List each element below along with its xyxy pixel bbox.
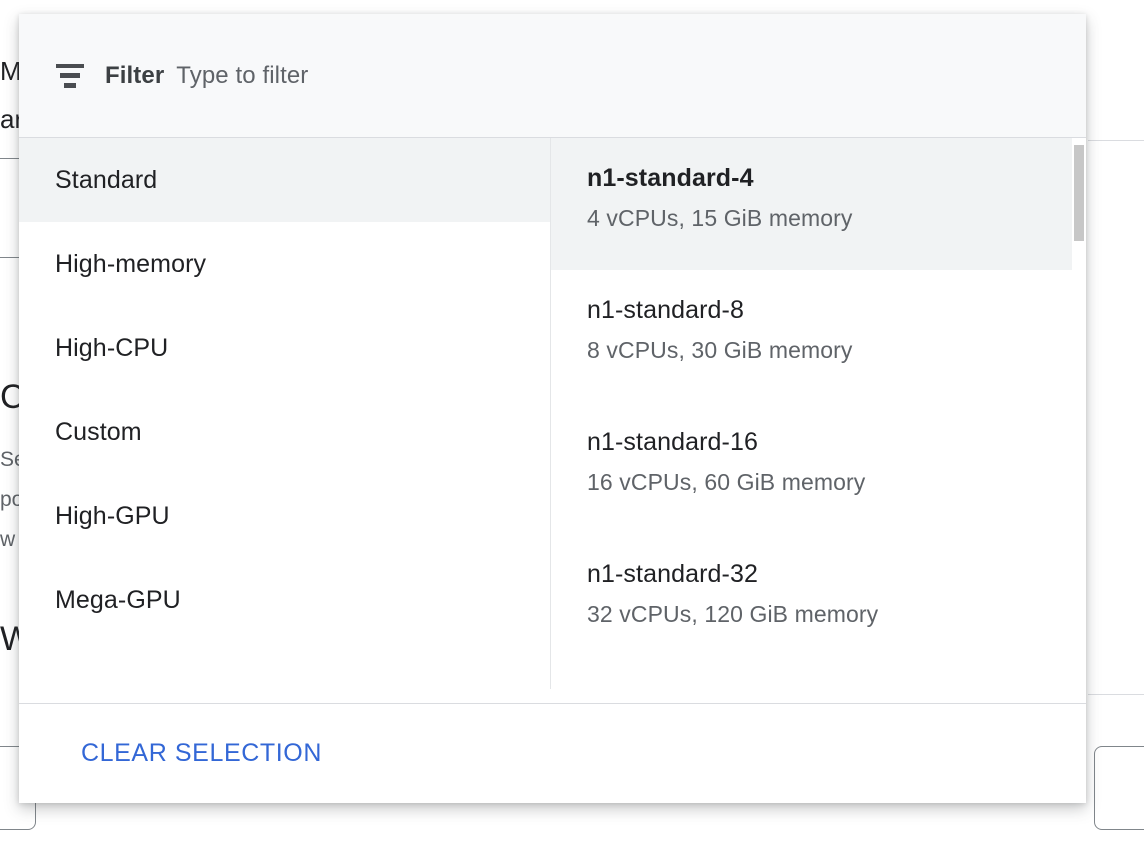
machine-type-specs: 32 vCPUs, 120 GiB memory [587, 601, 879, 627]
category-item-label: High-CPU [55, 333, 169, 362]
scrollbar-thumb[interactable] [1074, 145, 1084, 241]
panel-footer: CLEAR SELECTION [19, 703, 1086, 803]
machine-type-list-wrapper: n1-standard-4 4 vCPUs, 15 GiB memory n1-… [551, 138, 1086, 703]
machine-type-name: n1-standard-8 [587, 296, 744, 324]
background-text-fragment: po [0, 488, 24, 511]
category-list: Standard High-memory High-CPU Custom Hig… [19, 138, 551, 703]
category-item-high-memory[interactable]: High-memory [19, 222, 551, 306]
filter-label: Filter [105, 61, 165, 89]
category-item-label: High-GPU [55, 501, 170, 530]
filter-input[interactable]: Type to filter [176, 61, 309, 89]
machine-type-list: n1-standard-4 4 vCPUs, 15 GiB memory n1-… [551, 138, 1086, 703]
panel-body: Standard High-memory High-CPU Custom Hig… [19, 138, 1086, 703]
machine-type-specs: 4 vCPUs, 15 GiB memory [587, 205, 853, 231]
machine-type-selector-panel: Filter Type to filter Standard High-memo… [19, 14, 1086, 803]
category-item-high-gpu[interactable]: High-GPU [19, 474, 551, 558]
background-text-fragment: M [0, 56, 22, 86]
machine-type-item[interactable]: n1-standard-16 16 vCPUs, 60 GiB memory [551, 402, 1072, 534]
category-item-custom[interactable]: Custom [19, 390, 551, 474]
background-text-fragment: w [0, 528, 16, 551]
machine-type-item[interactable]: n1-standard-8 8 vCPUs, 30 GiB memory [551, 270, 1072, 402]
machine-type-name: n1-standard-16 [587, 428, 758, 456]
filter-icon [55, 63, 85, 88]
category-item-label: Custom [55, 417, 142, 446]
category-item-high-cpu[interactable]: High-CPU [19, 306, 551, 390]
machine-type-name: n1-standard-4 [587, 164, 754, 192]
machine-type-item[interactable]: n1-standard-4 4 vCPUs, 15 GiB memory [551, 138, 1072, 270]
category-item-label: High-memory [55, 249, 207, 278]
category-item-standard[interactable]: Standard [19, 138, 551, 222]
category-item-label: Mega-GPU [55, 585, 181, 614]
filter-bar[interactable]: Filter Type to filter [19, 14, 1086, 138]
machine-type-name: n1-standard-32 [587, 560, 758, 588]
category-item-label: Standard [55, 165, 158, 194]
background-input-field [1094, 746, 1144, 830]
machine-type-specs: 8 vCPUs, 30 GiB memory [587, 337, 853, 363]
category-item-mega-gpu[interactable]: Mega-GPU [19, 558, 551, 642]
background-divider [1088, 694, 1144, 695]
machine-type-specs: 16 vCPUs, 60 GiB memory [587, 469, 866, 495]
background-divider [1088, 140, 1144, 141]
background-text-fragment: ar [0, 104, 24, 134]
clear-selection-button[interactable]: CLEAR SELECTION [81, 739, 323, 767]
machine-type-item[interactable]: n1-standard-32 32 vCPUs, 120 GiB memory [551, 534, 1072, 666]
machine-list-scrollbar[interactable] [1072, 138, 1086, 703]
